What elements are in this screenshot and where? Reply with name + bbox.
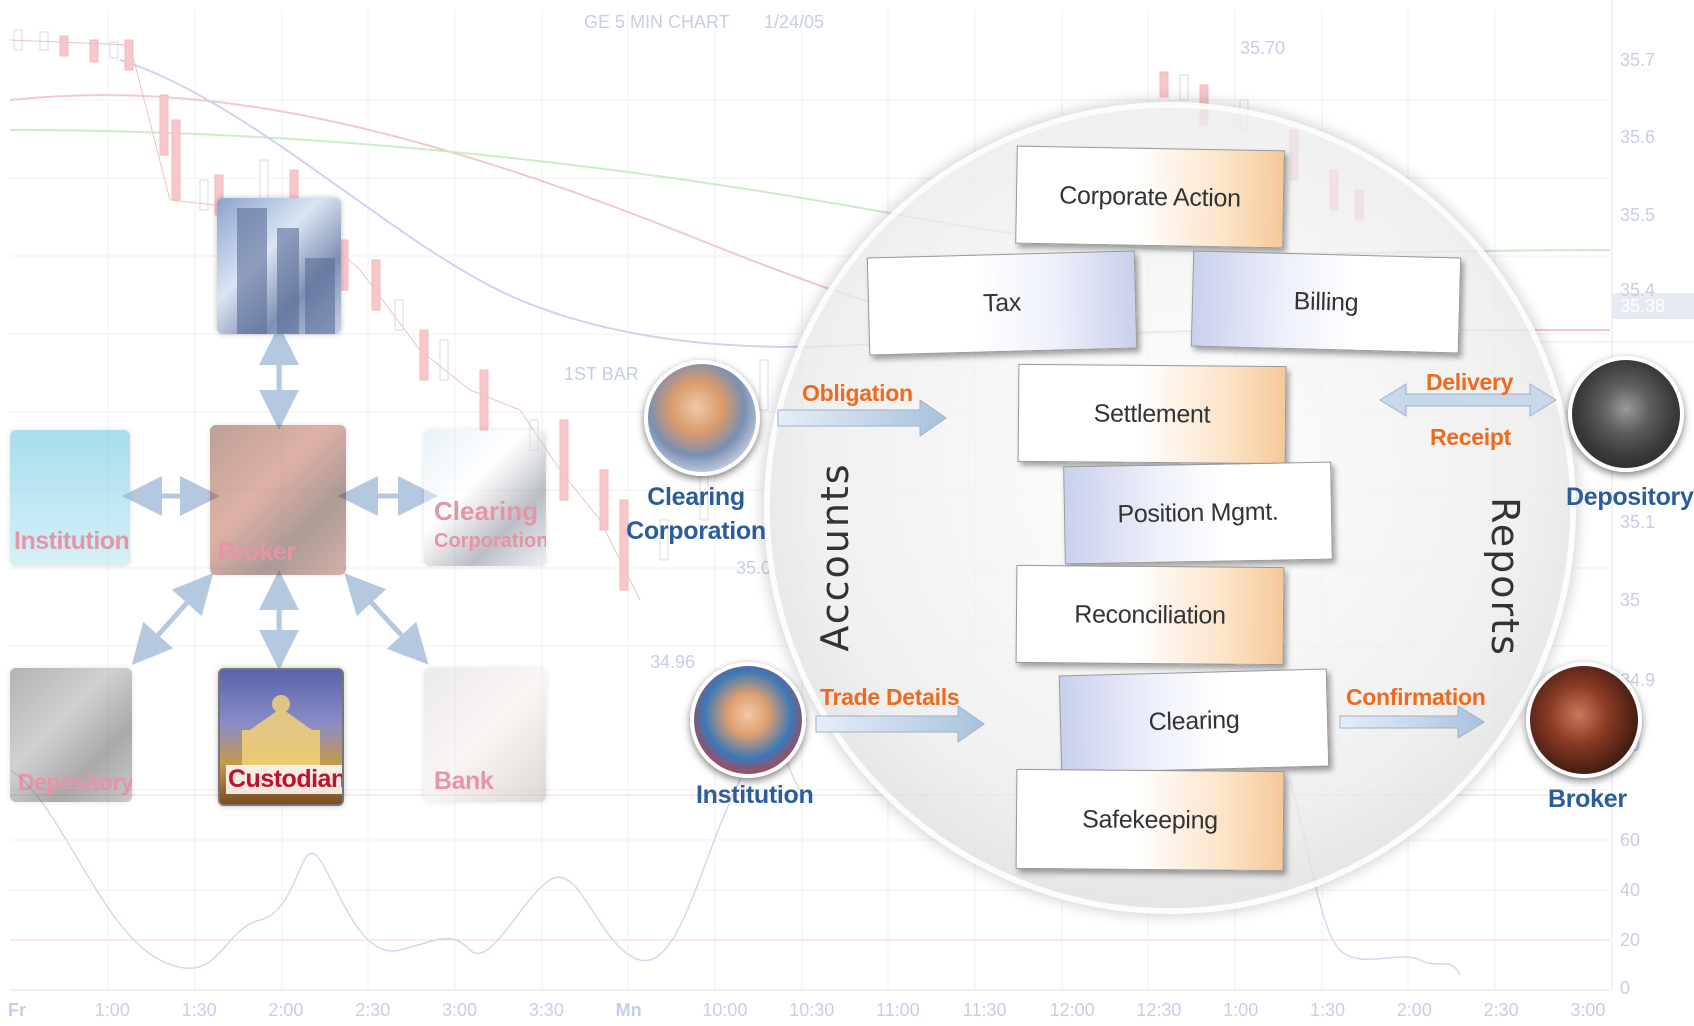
x-tick: 3:00	[1570, 1000, 1606, 1020]
chart-annotation-first-bar: 1ST BAR	[564, 364, 639, 384]
x-tick: 1:30	[181, 1000, 217, 1020]
corporate-action-box[interactable]: Corporate Action	[1015, 145, 1285, 249]
custodian-node-label: Custodian	[226, 765, 342, 794]
position-mgmt-box[interactable]: Position Mgmt.	[1063, 461, 1333, 565]
x-tick: 1:30	[1310, 1000, 1346, 1020]
x-tick: 2:00	[1396, 1000, 1432, 1020]
clearing-box[interactable]: Clearing	[1058, 668, 1330, 774]
bank-node-label: Bank	[434, 767, 494, 795]
x-tick: 2:00	[268, 1000, 304, 1020]
osc-tick: 40	[1620, 880, 1641, 900]
institution-node-label: Institution	[14, 527, 130, 555]
osc-tick: 20	[1620, 930, 1641, 950]
chart-annotation-high: 35.70	[1240, 38, 1286, 58]
x-tick: 2:30	[355, 1000, 391, 1020]
y-tick: 35.7	[1620, 50, 1656, 70]
x-tick: 12:00	[1049, 1000, 1095, 1020]
clearing-node-label-2: Corporation	[434, 530, 546, 552]
osc-tick: 60	[1620, 830, 1641, 850]
clearing-corporation-label: Clearing Corporation	[626, 480, 766, 548]
x-tick: 11:30	[962, 1000, 1007, 1020]
x-tick: Mn	[615, 1000, 642, 1020]
arrow-broker-bank	[344, 573, 429, 665]
chart-date: 1/24/05	[764, 12, 825, 32]
x-tick: 3:30	[528, 1000, 564, 1020]
receipt-label: Receipt	[1430, 424, 1511, 450]
depository-avatar[interactable]	[1568, 356, 1684, 472]
clearing-corporation-label-2: Corporation	[626, 517, 766, 545]
obligation-label: Obligation	[802, 380, 913, 406]
chart-title-text: GE 5 MIN CHART	[584, 12, 730, 32]
osc-tick: 0	[1620, 978, 1631, 998]
institution-avatar[interactable]	[690, 662, 806, 778]
x-tick: 3:00	[442, 1000, 478, 1020]
reconciliation-box[interactable]: Reconciliation	[1015, 564, 1285, 666]
y-tick: 35	[1620, 590, 1641, 610]
x-tick: 1:00	[94, 1000, 130, 1020]
clearing-corporation-avatar[interactable]	[644, 360, 760, 476]
confirmation-label: Confirmation	[1346, 684, 1486, 710]
institution-node[interactable]: Institution	[10, 430, 130, 566]
settlement-box[interactable]: Settlement	[1017, 363, 1287, 465]
broker-avatar[interactable]	[1526, 662, 1642, 778]
y-tick: 35.5	[1620, 205, 1656, 225]
delivery-label: Delivery	[1426, 369, 1514, 395]
depository-label: Depository	[1566, 483, 1694, 511]
x-tick: Fr	[8, 1000, 26, 1020]
billing-box[interactable]: Billing	[1190, 250, 1462, 354]
safekeeping-box[interactable]: Safekeeping	[1015, 768, 1285, 872]
y-tick: 35.4	[1620, 280, 1656, 300]
x-tick: 10:00	[702, 1000, 748, 1020]
chart-title: GE 5 MIN CHART	[584, 12, 730, 33]
x-tick: 11:00	[876, 1000, 920, 1020]
clearing-corporation-label-1: Clearing	[647, 483, 745, 511]
building-node[interactable]	[217, 198, 341, 334]
depository-node-label: Depository	[18, 769, 132, 795]
institution-label: Institution	[696, 781, 814, 809]
accounts-side-label: Accounts	[813, 462, 857, 652]
broker-label: Broker	[1548, 785, 1627, 813]
x-tick: 12:30	[1136, 1000, 1182, 1020]
clearing-node[interactable]: Clearing Corporation	[424, 430, 546, 566]
x-tick: 10:30	[789, 1000, 835, 1020]
custodian-node[interactable]: Custodian	[218, 668, 344, 806]
tax-box[interactable]: Tax	[866, 250, 1138, 356]
y-tick: 35.6	[1620, 127, 1656, 147]
y-tick: 35.1	[1620, 512, 1656, 532]
chart-annotation-low: 34.96	[650, 652, 696, 672]
depository-node[interactable]: Depository	[10, 668, 132, 802]
trade-details-label: Trade Details	[820, 684, 960, 710]
x-tick: 2:30	[1483, 1000, 1519, 1020]
custodian-building-image	[242, 695, 320, 766]
broker-node-label: Broker	[218, 538, 296, 566]
arrow-broker-depository	[131, 573, 214, 665]
broker-node[interactable]: Broker	[210, 425, 346, 575]
building-image	[237, 208, 335, 334]
reports-side-label: Reports	[1483, 497, 1527, 657]
chart-price-current: 35.38	[1620, 296, 1666, 316]
clearing-node-label-1: Clearing	[434, 496, 539, 526]
bank-node[interactable]: Bank	[424, 668, 546, 802]
x-tick: 1:00	[1223, 1000, 1259, 1020]
chart-annotation-mid: 35.0	[736, 558, 772, 578]
